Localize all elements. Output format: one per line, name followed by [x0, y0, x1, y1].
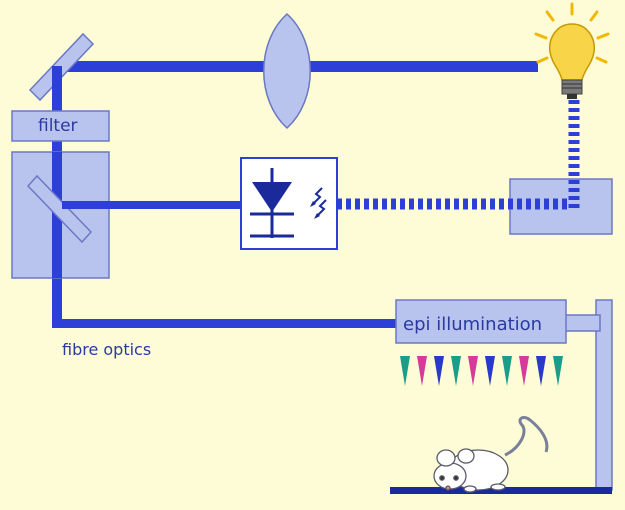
- lens-icon: [263, 12, 311, 130]
- mouse-illustration: [433, 416, 549, 493]
- floor: [390, 487, 612, 494]
- fibre-beam: [52, 319, 400, 328]
- filter-box: [11, 110, 110, 142]
- led-array: [400, 356, 563, 386]
- light-bulb-icon: [534, 2, 610, 99]
- detector-beam: [62, 201, 242, 209]
- dichroic-mirror: [26, 174, 93, 244]
- source-box: [509, 178, 613, 235]
- epi-illumination-box: [395, 299, 567, 344]
- epi-illumination-label: epi illumination: [403, 314, 543, 335]
- fibre-optics-label: fibre optics: [62, 340, 152, 359]
- filter-label: filter: [38, 116, 78, 136]
- photodiode-icon: [240, 157, 338, 250]
